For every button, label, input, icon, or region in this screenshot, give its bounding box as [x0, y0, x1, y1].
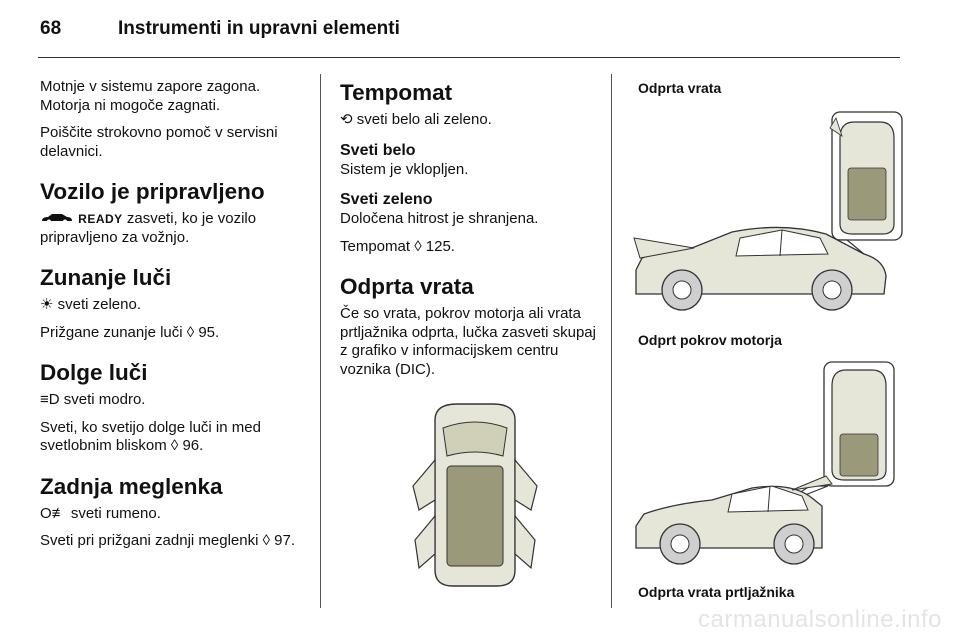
header-rule — [38, 57, 900, 58]
vehicle-ready-text: READY zasveti, ko je vozilo pripravljeno… — [40, 210, 305, 247]
high-beam-icon: ≡D — [40, 391, 60, 408]
high-beam-ref: Sveti, ko svetijo dolge luči in med svet… — [40, 418, 261, 455]
vehicle-ready-text-2: pripravljeno za vožnjo. — [40, 228, 190, 246]
car-ready-icon — [42, 214, 72, 224]
caption-door-open: Odprta vrata — [638, 80, 722, 96]
rear-fog-ref: Sveti pri prižgani zadnji meglenki ◊ 97. — [40, 532, 296, 549]
green-text: Določena hitrost je shranjena. — [340, 210, 539, 227]
car-hood-open-illustration — [633, 111, 903, 311]
caption-tailgate-open: Odprta vrata prtljažnika — [638, 584, 795, 600]
ready-symbol: READY — [78, 212, 123, 226]
column-middle: Tempomat ⟲ sveti belo ali zeleno. Sveti … — [340, 78, 600, 388]
car-tailgate-open-illustration — [635, 361, 895, 565]
exterior-lights-heading: Zunanje luči — [40, 265, 172, 290]
vehicle-ready-text-1: zasveti, ko je vozilo — [122, 210, 257, 227]
column-left: Motnje v sistemu zapore zagona. Motorja … — [40, 78, 305, 560]
column-divider-2 — [611, 74, 612, 608]
watermark: carmanualsonline.info — [698, 606, 942, 633]
page-title: Instrumenti in upravni elementi — [118, 18, 400, 39]
immobilizer-text: Motnje v sistemu zapore zagona. Motorja … — [40, 78, 261, 114]
rear-fog-text: O≢ sveti rumeno. — [40, 504, 161, 522]
exterior-lights-ref: Prižgane zunanje luči ◊ 95. — [40, 323, 220, 341]
column-right: Odprta vrata Odprt pokrov motorja Odprta… — [622, 78, 922, 608]
rear-fog-icon: O≢ — [40, 504, 67, 522]
page-number: 68 — [40, 18, 62, 39]
caption-hood-open: Odprt pokrov motorja — [638, 332, 782, 348]
exterior-lights-icon: ☀ — [40, 296, 54, 313]
cruise-icon: ⟲ — [340, 111, 353, 128]
cruise-heading: Tempomat — [340, 80, 453, 105]
rear-fog-heading: Zadnja meglenka — [40, 473, 223, 499]
high-beam-heading: Dolge luči — [40, 360, 148, 385]
vehicle-ready-heading: Vozilo je pripravljeno — [40, 179, 265, 204]
page-header: 68 Instrumenti in upravni elementi — [40, 18, 400, 40]
high-beam-text: ≡D sveti modro. — [40, 391, 146, 408]
white-text: Sistem je vklopljen. — [340, 160, 469, 178]
green-heading: Sveti zeleno — [340, 191, 433, 208]
cruise-text: ⟲ sveti belo ali zeleno. — [340, 111, 492, 128]
car-top-view-open-doors-illustration — [412, 403, 538, 587]
column-divider-1 — [320, 74, 321, 608]
exterior-lights-text: ☀ sveti zeleno. — [40, 296, 141, 313]
white-heading: Sveti belo — [340, 141, 416, 159]
door-open-text: Če so vrata, pokrov motorja ali vrata pr… — [340, 305, 596, 378]
cruise-ref: Tempomat ◊ 125. — [340, 237, 455, 255]
door-open-heading: Odprta vrata — [340, 274, 474, 299]
service-text: Poiščite strokovno pomoč v servisni dela… — [40, 124, 278, 160]
